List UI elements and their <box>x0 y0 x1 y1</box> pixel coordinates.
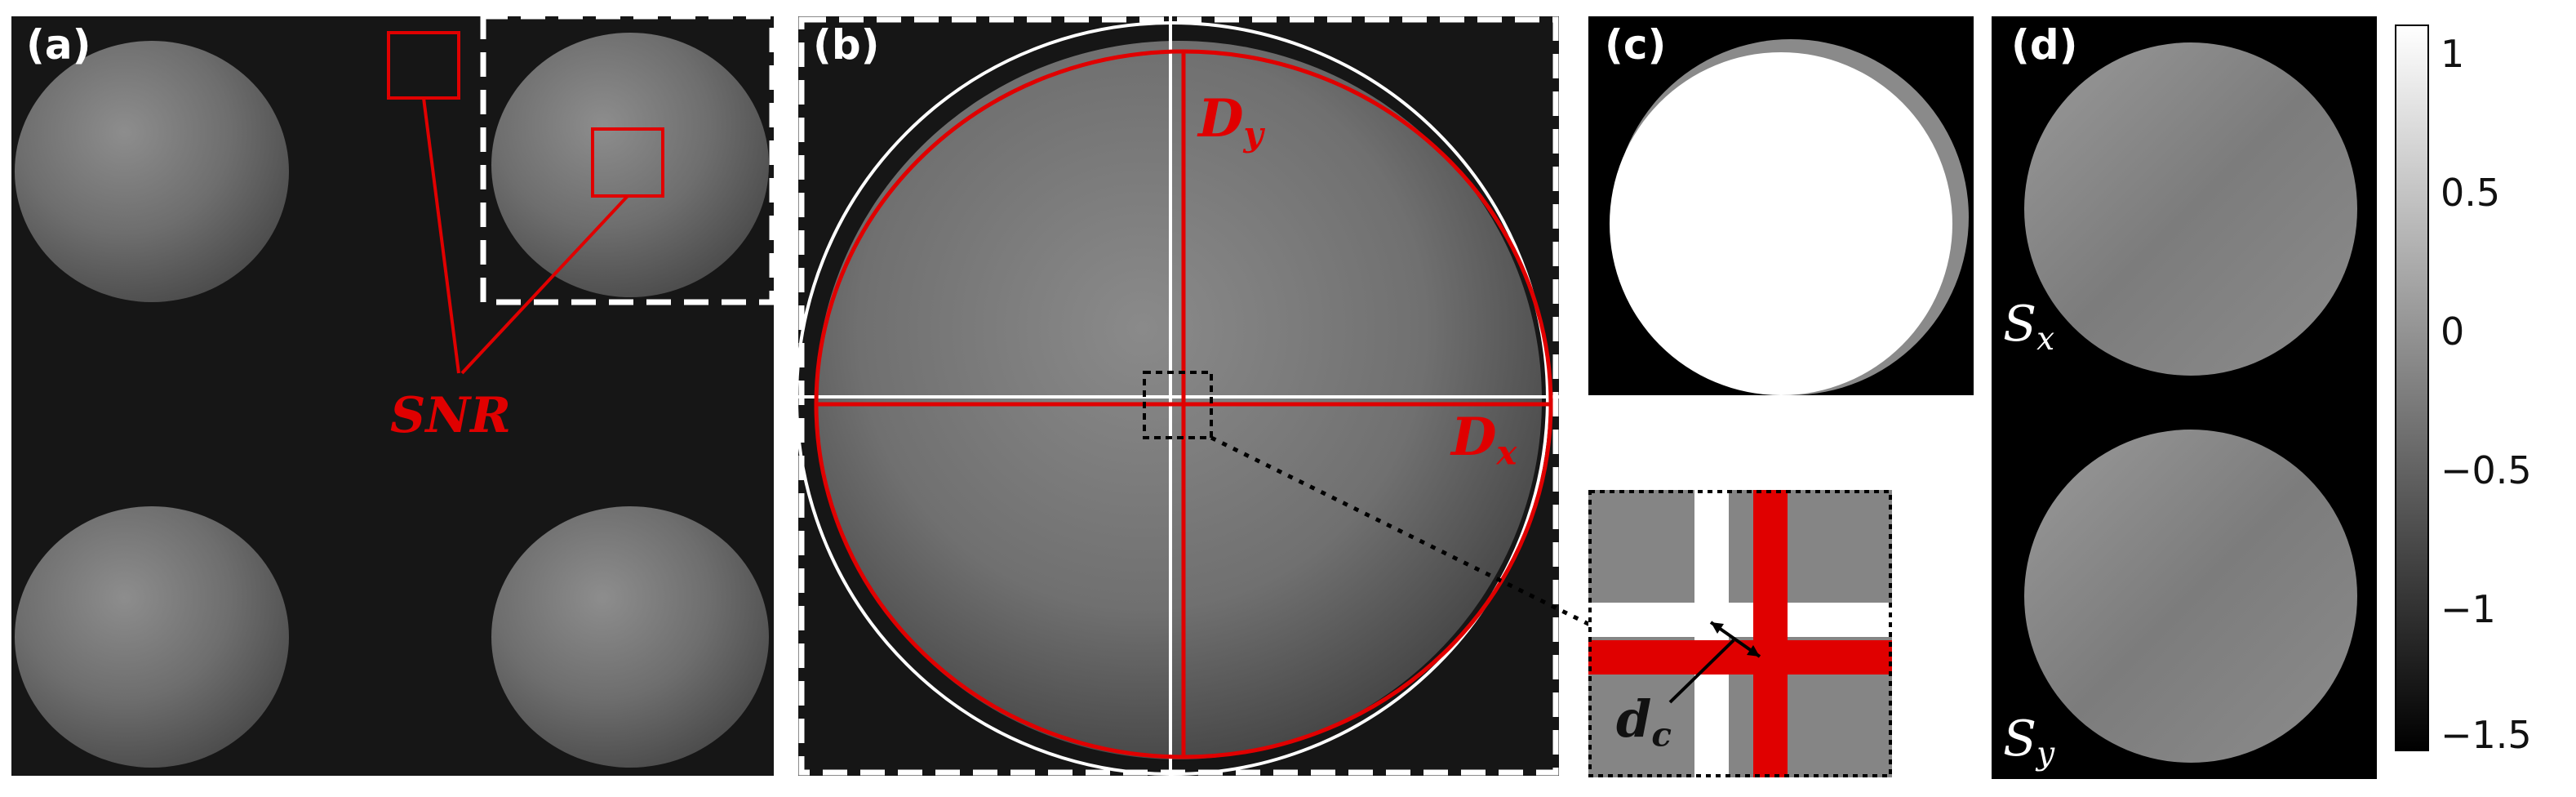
panel-b-image <box>798 16 1559 776</box>
colorbar <box>2395 24 2429 751</box>
panel-b: (b) Dy Dx <box>798 16 1559 776</box>
dc-arrow-head-a <box>1711 622 1724 634</box>
panel-b-letter: (b) <box>813 21 880 69</box>
center-zoom-box <box>1143 371 1213 439</box>
inset-image <box>1588 490 1892 777</box>
sx-label: Sx <box>2003 296 2055 358</box>
colorbar-gradient <box>2395 24 2429 751</box>
dy-label: Dy <box>1198 88 1264 154</box>
panel-c-letter: (c) <box>1605 21 1667 69</box>
sy-map <box>2024 430 2357 763</box>
spot-top-left <box>15 41 289 302</box>
snr-line-signal <box>460 194 629 375</box>
panel-d-letter: (d) <box>2011 21 2078 69</box>
panel-c: (c) <box>1588 16 1974 395</box>
colorbar-tick-0: 0 <box>2441 309 2465 354</box>
panel-c-image <box>1588 16 1974 395</box>
inset-panel: dc <box>1588 490 1892 777</box>
dc-label: dc <box>1616 689 1672 755</box>
snr-label: SNR <box>390 387 512 444</box>
spot-bottom-right <box>491 506 769 768</box>
mask-white-disk <box>1610 52 1952 395</box>
panel-d-image <box>1992 16 2377 779</box>
spot-top-right <box>491 33 769 297</box>
dashed-selection-box <box>480 16 774 305</box>
inset-red-vertical <box>1753 490 1788 777</box>
colorbar-tick-0-5: 0.5 <box>2441 171 2501 215</box>
spot-bottom-left <box>15 506 289 768</box>
sy-label: Sy <box>2003 710 2055 773</box>
sx-map <box>2024 42 2357 376</box>
inset-red-horizontal <box>1588 640 1892 675</box>
colorbar-tick-neg-1: −1 <box>2441 587 2496 631</box>
panel-a-letter: (a) <box>26 21 91 69</box>
colorbar-tick-neg-0-5: −0.5 <box>2441 448 2532 492</box>
dc-arrow-head-b <box>1747 645 1760 657</box>
inset-white-horizontal <box>1588 603 1892 637</box>
dc-pointer-line <box>1668 639 1735 704</box>
panel-d: (d) Sx Sy <box>1992 16 2377 779</box>
panel-a: (a) SNR <box>11 16 774 776</box>
panel-a-image <box>11 16 774 776</box>
dx-label: Dx <box>1451 407 1517 473</box>
colorbar-tick-1: 1 <box>2441 32 2465 76</box>
snr-line-background <box>422 97 460 374</box>
colorbar-tick-neg-1-5: −1.5 <box>2441 713 2532 757</box>
